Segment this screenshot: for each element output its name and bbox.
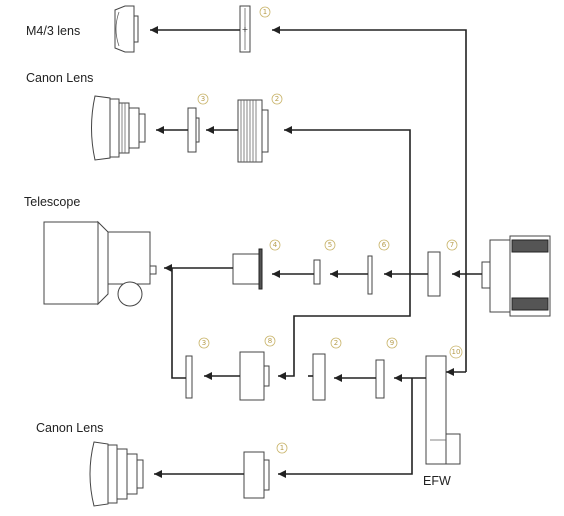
m43-lens-icon — [114, 5, 139, 53]
badge-5: 5 — [324, 239, 336, 251]
badge-2-mid: 2 — [330, 337, 342, 349]
badge-7: 7 — [446, 239, 458, 251]
efw-icon — [425, 355, 461, 465]
svg-text:10: 10 — [452, 348, 461, 356]
svg-text:+: + — [242, 25, 249, 34]
telescope-icon — [43, 220, 157, 307]
svg-text:2: 2 — [334, 339, 338, 347]
svg-text:1: 1 — [280, 444, 284, 452]
svg-text:3: 3 — [202, 339, 206, 347]
label-canon-lens-bottom: Canon Lens — [36, 421, 103, 435]
label-efw: EFW — [423, 474, 451, 488]
badge-6: 6 — [378, 239, 390, 251]
svg-text:9: 9 — [390, 339, 394, 347]
label-m43-lens: M4/3 lens — [26, 24, 80, 38]
svg-text:8: 8 — [268, 337, 272, 345]
svg-text:6: 6 — [382, 241, 387, 249]
t-ring-2 — [237, 99, 269, 163]
adapter-6 — [367, 255, 373, 295]
adapter-9 — [375, 359, 385, 399]
camera-icon — [481, 235, 551, 317]
badge-4: 4 — [269, 239, 281, 251]
svg-text:2: 2 — [275, 95, 279, 103]
canon-adapter-1-bottom — [243, 451, 270, 499]
badge-9: 9 — [386, 337, 398, 349]
svg-text:4: 4 — [273, 241, 278, 249]
badge-8: 8 — [264, 335, 276, 347]
badge-1-top: 1 — [259, 6, 271, 18]
adapter-2-mid — [312, 353, 326, 401]
badge-1-bottom: 1 — [276, 442, 288, 454]
badge-2: 2 — [271, 93, 283, 105]
badge-3-top: 3 — [197, 93, 209, 105]
badge-10: 10 — [449, 345, 463, 359]
adapter-4 — [232, 248, 263, 290]
m43-adapter-1: + — [239, 5, 251, 53]
svg-text:3: 3 — [201, 95, 205, 103]
adapter-8 — [239, 351, 270, 401]
label-canon-lens-top: Canon Lens — [26, 71, 93, 85]
arrowheads — [150, 26, 460, 478]
canon-adapter-3-top — [187, 107, 200, 153]
svg-text:1: 1 — [263, 8, 267, 16]
svg-text:5: 5 — [328, 241, 332, 249]
label-telescope: Telescope — [24, 195, 80, 209]
svg-text:7: 7 — [450, 241, 454, 249]
adapter-5 — [313, 259, 321, 285]
canon-lens-top-icon — [91, 95, 146, 161]
adapter-7 — [427, 251, 441, 297]
canon-adapter-3-mid — [185, 355, 193, 399]
canon-lens-bottom-icon — [89, 441, 144, 507]
connector-lines — [150, 29, 482, 475]
badge-3-mid: 3 — [198, 337, 210, 349]
